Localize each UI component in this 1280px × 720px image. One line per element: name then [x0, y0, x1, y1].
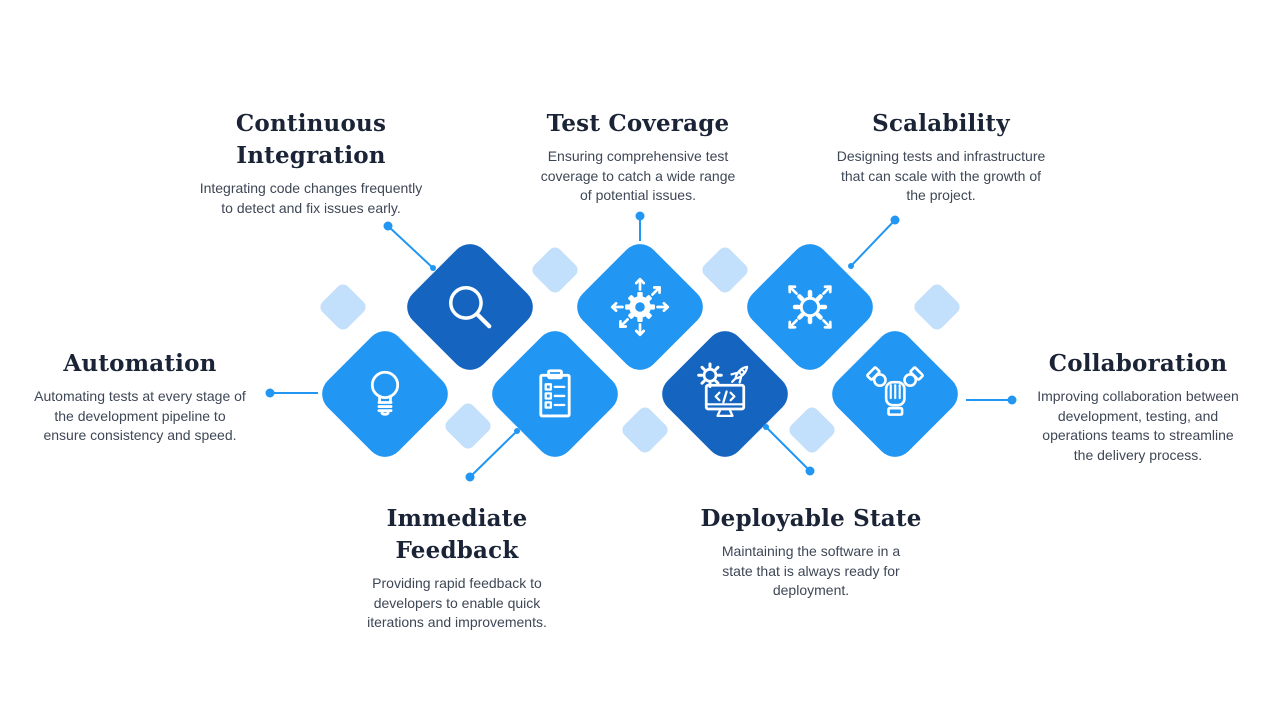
item-description: Maintaining the software in a state that…	[721, 543, 901, 598]
decor-diamond	[911, 281, 963, 333]
item-title: Automation	[63, 350, 217, 377]
connector-automation	[265, 388, 318, 398]
continuous-integration-diamond	[399, 236, 541, 378]
magnifier-icon	[420, 257, 520, 357]
test-coverage-label: Test Coverage Ensuring comprehensive tes…	[526, 108, 750, 206]
automation-label: Automation Automating tests at every sta…	[18, 348, 262, 446]
item-title: Test Coverage	[546, 110, 730, 137]
item-description: Designing tests and infrastructure that …	[836, 148, 1046, 203]
decor-diamond	[699, 244, 751, 296]
item-description: Ensuring comprehensive test coverage to …	[540, 148, 736, 203]
decor-diamond	[317, 281, 369, 333]
lightbulb-icon	[335, 344, 435, 444]
immediate-feedback-label: Immediate Feedback Providing rapid feedb…	[337, 503, 577, 633]
item-title: Deployable State	[700, 505, 922, 532]
item-title: Continuous Integration	[235, 110, 387, 169]
deployable-state-diamond	[654, 323, 796, 465]
decor-diamond	[442, 400, 494, 452]
item-title: Scalability	[872, 110, 1010, 137]
decor-diamond	[529, 244, 581, 296]
collaboration-label: Collaboration Improving collaboration be…	[1018, 348, 1258, 465]
immediate-feedback-diamond	[484, 323, 626, 465]
gear-distribute-arrows-icon	[590, 257, 690, 357]
item-description: Improving collaboration between developm…	[1037, 388, 1239, 463]
test-coverage-diamond	[569, 236, 711, 378]
connector-collaboration	[966, 395, 1017, 405]
team-hands-icon	[845, 344, 945, 444]
automation-diamond	[314, 323, 456, 465]
deploy-monitor-icon	[675, 344, 775, 444]
deployable-state-label: Deployable State Maintaining the softwar…	[691, 503, 931, 601]
checklist-clipboard-icon	[505, 344, 605, 444]
item-description: Integrating code changes frequently to d…	[199, 180, 423, 216]
continuous-integration-label: Continuous Integration Integrating code …	[186, 108, 436, 218]
decor-diamond	[619, 404, 671, 456]
decor-diamond	[786, 404, 838, 456]
scalability-label: Scalability Designing tests and infrastr…	[828, 108, 1054, 206]
gear-expand-arrows-icon	[760, 257, 860, 357]
collaboration-diamond	[824, 323, 966, 465]
connector-test-coverage	[635, 211, 645, 241]
item-description: Automating tests at every stage of the d…	[34, 388, 246, 443]
item-title: Immediate Feedback	[386, 505, 528, 564]
item-title: Collaboration	[1048, 350, 1228, 377]
scalability-diamond	[739, 236, 881, 378]
item-description: Providing rapid feedback to developers t…	[367, 575, 547, 630]
